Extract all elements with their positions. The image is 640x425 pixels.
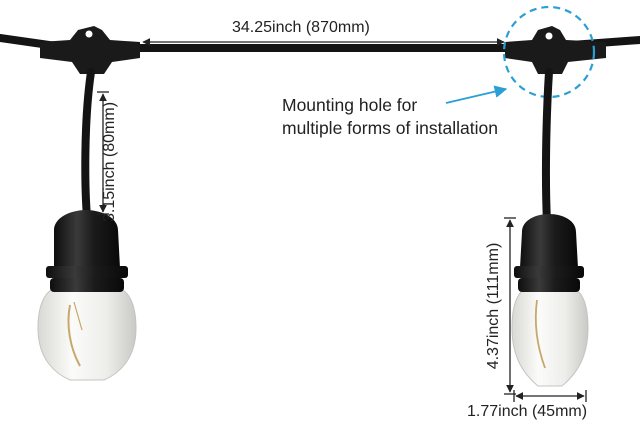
left-bulb <box>37 210 137 381</box>
left-mounting-hole-icon <box>85 30 93 38</box>
right-bulb <box>511 214 589 387</box>
right-drop-cable <box>541 68 553 226</box>
callout-line-2: multiple forms of installation <box>282 117 498 138</box>
drop-dimension-label: 3.15inch (80mm) <box>101 101 118 223</box>
left-drop-cable <box>81 68 95 232</box>
left-junction <box>40 26 140 74</box>
right-mounting-hole-icon <box>545 32 553 40</box>
mounting-hole-highlight <box>502 5 596 99</box>
callout-line-1: Mounting hole for <box>282 95 418 115</box>
callout-arrow <box>445 85 508 104</box>
bulb-width-label: 1.77inch (45mm) <box>467 403 588 420</box>
drop-dimension <box>97 91 109 215</box>
right-junction <box>505 26 606 74</box>
mounting-hole-callout: Mounting hole for multiple forms of inst… <box>282 94 498 140</box>
span-dimension-label: 34.25inch (870mm) <box>232 19 370 36</box>
bulb-height-label: 4.37inch (111mm) <box>485 242 502 370</box>
bulb-width-dimension <box>513 390 587 402</box>
